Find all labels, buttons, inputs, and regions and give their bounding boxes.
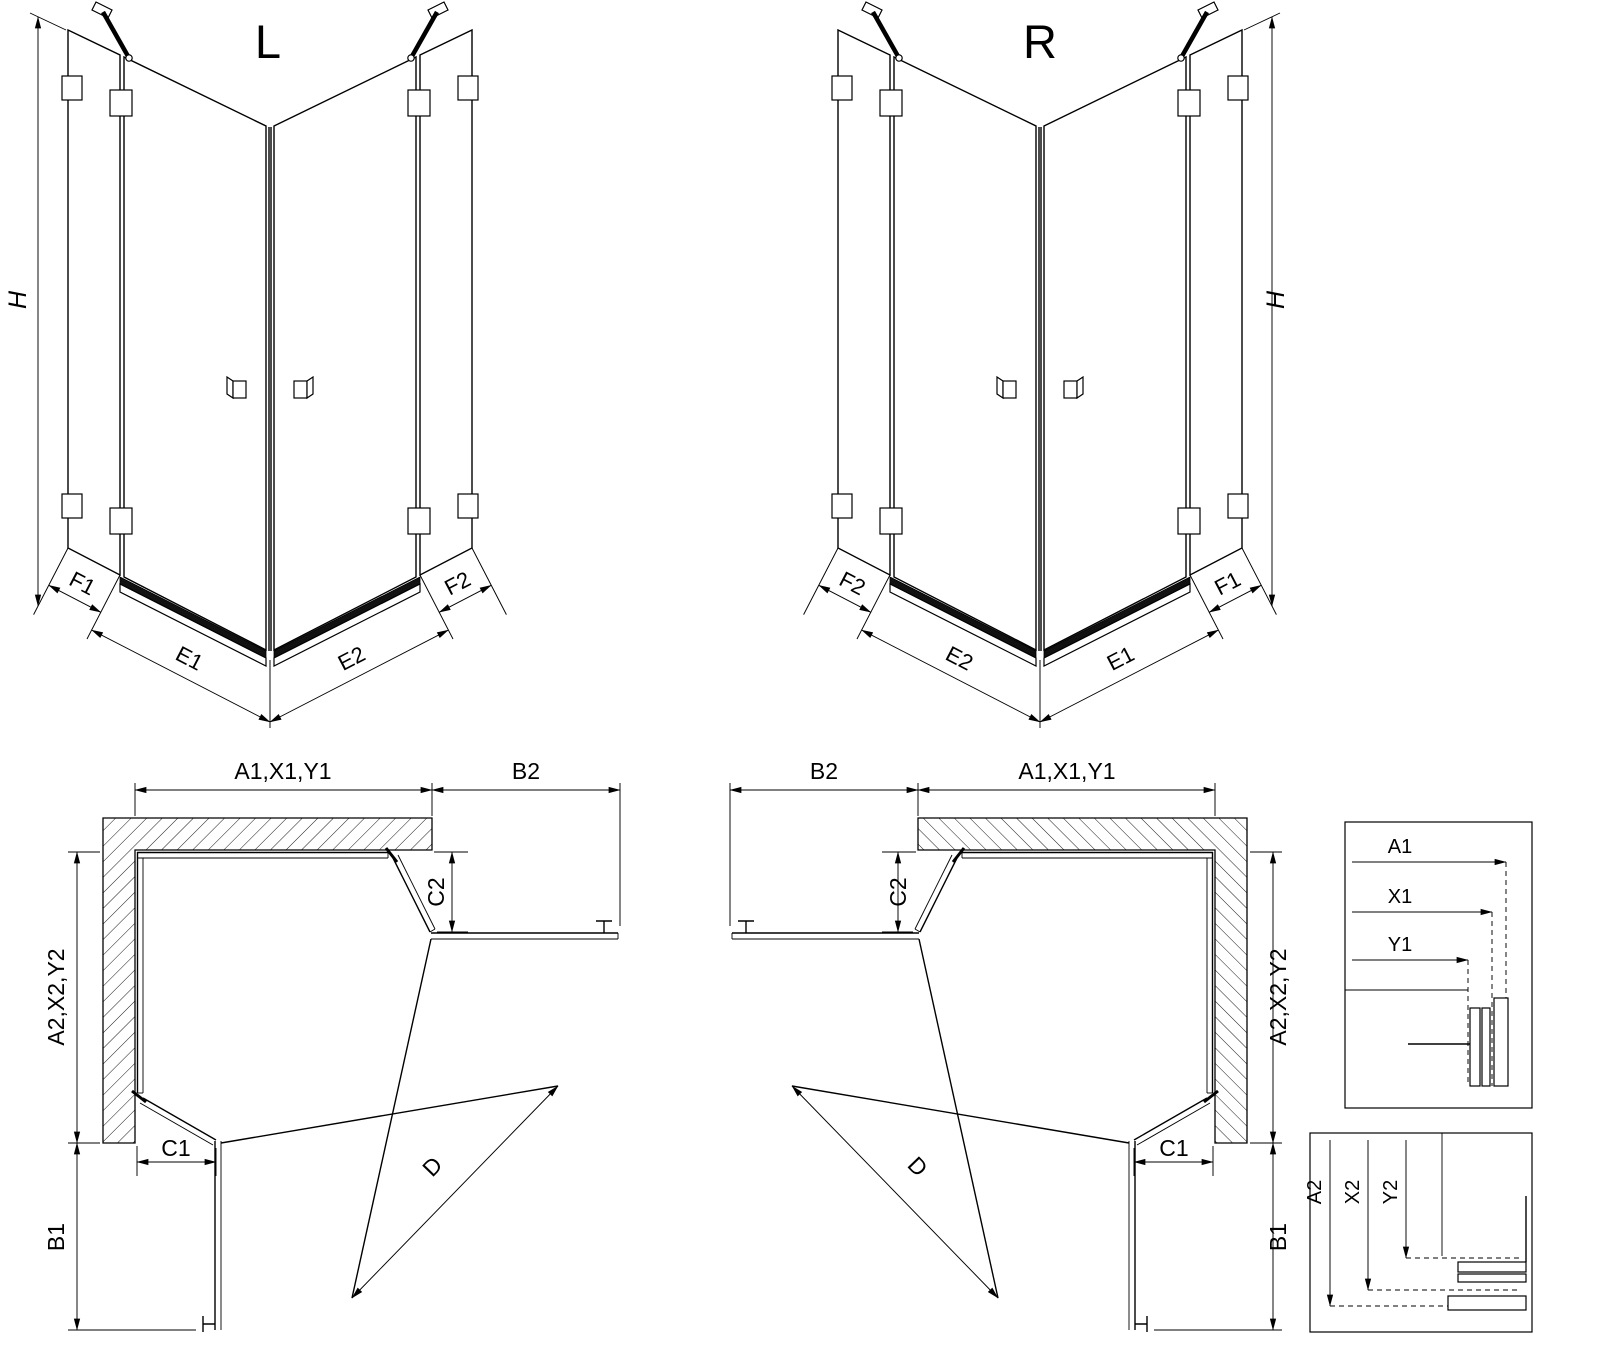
detail-label-y2: Y2	[1380, 1180, 1402, 1204]
dim-label-a2x2y2: A2,X2,Y2	[1265, 948, 1291, 1045]
dim-label-d: D	[417, 1151, 447, 1181]
variant-label-r: R	[1023, 15, 1057, 68]
right-3d-view: R H F2 E2 E1 F1	[804, 2, 1290, 728]
dim-label-c1: C1	[1159, 1135, 1188, 1161]
variant-label-l: L	[255, 15, 281, 68]
dim-label-b2: B2	[810, 758, 838, 784]
detail-label-a2: A2	[1304, 1180, 1326, 1204]
wall-glass-profile	[1408, 997, 1509, 1087]
dim-label-e2: E2	[942, 641, 977, 676]
detail-horizontal-dims: A1 X1 Y1	[1344, 821, 1533, 1109]
left-3d-view: L H F1 E1 E2 F2	[4, 2, 506, 728]
left-plan-view: A1,X1,Y1 B2 A2,X2,Y2 C2 C1 B1 D	[43, 758, 620, 1332]
dim-label-b1: B1	[43, 1223, 69, 1251]
dim-label-e1: E1	[1103, 641, 1138, 676]
detail-vertical-dims: A2 X2 Y2	[1304, 1132, 1533, 1333]
detail-label-x1: X1	[1388, 886, 1412, 908]
dim-label-f1: F1	[1210, 566, 1244, 600]
dim-label-c1: C1	[161, 1135, 190, 1161]
dim-label-e1: E1	[172, 641, 207, 676]
dim-label-f1: F1	[65, 566, 99, 600]
right-3d-structure	[804, 2, 1277, 728]
detail-label-x2: X2	[1342, 1180, 1364, 1204]
dim-label-e2: E2	[334, 641, 369, 676]
dim-label-d: D	[903, 1151, 933, 1181]
dim-label-h: H	[1262, 290, 1290, 309]
detail-label-y1: Y1	[1388, 934, 1412, 956]
dim-label-b2: B2	[512, 758, 540, 784]
dim-label-c2: C2	[885, 877, 911, 906]
left-plan-structure	[68, 783, 620, 1332]
left-3d-structure	[34, 2, 507, 728]
height-dimension	[1243, 12, 1281, 607]
dim-label-h: H	[4, 290, 32, 309]
right-plan-view: B2 A1,X1,Y1 C2 A2,X2,Y2 C1 B1 D	[730, 758, 1291, 1332]
height-dimension	[29, 12, 67, 607]
dim-label-c2: C2	[423, 877, 449, 906]
dim-label-a1x1y1: A1,X1,Y1	[1018, 758, 1115, 784]
dim-label-f2: F2	[835, 566, 869, 600]
wall-glass-profile	[1447, 1196, 1527, 1311]
detail-label-a1: A1	[1388, 836, 1412, 858]
dim-label-b1: B1	[1265, 1223, 1291, 1251]
dim-label-a2x2y2: A2,X2,Y2	[43, 948, 69, 1045]
right-plan-structure	[730, 783, 1282, 1332]
dim-label-f2: F2	[440, 566, 474, 600]
dim-label-a1x1y1: A1,X1,Y1	[234, 758, 331, 784]
